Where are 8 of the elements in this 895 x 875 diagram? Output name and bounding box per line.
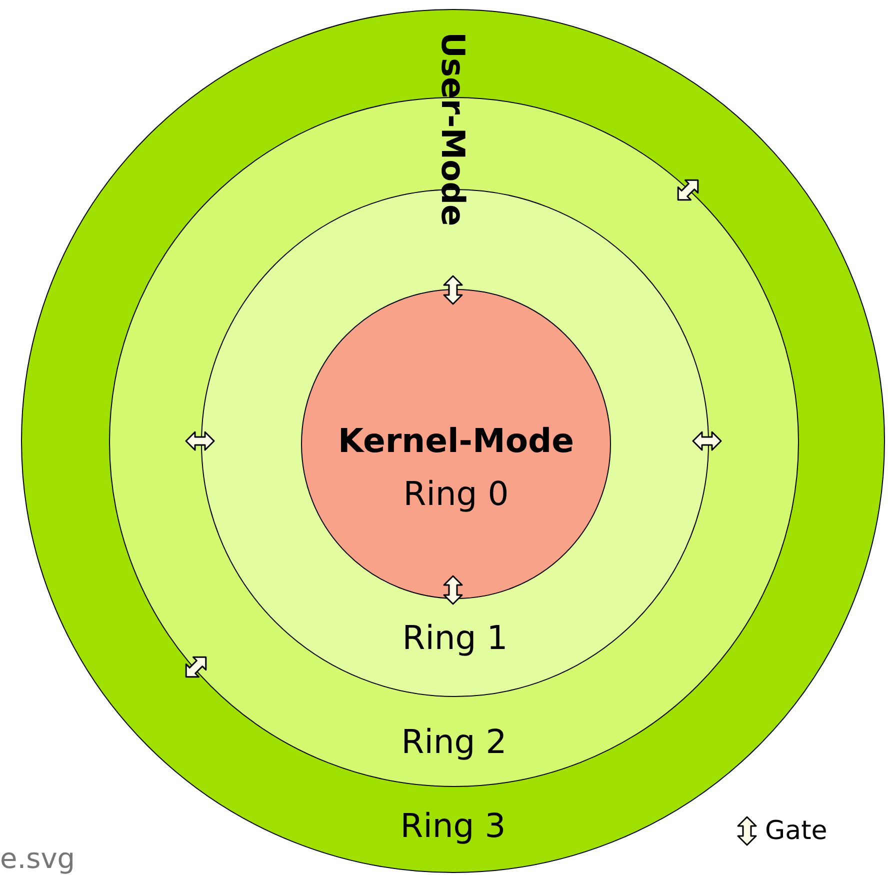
file-name-text: e.svg [0, 842, 76, 875]
mode-label: Kernel-Mode [338, 421, 574, 461]
ring-label: Ring 0 [403, 474, 509, 514]
ring-label: Ring 1 [402, 618, 508, 658]
mode-label: User-Mode [434, 32, 472, 226]
ring-label: Ring 3 [400, 806, 506, 846]
ring-label: Ring 2 [401, 722, 507, 762]
legend-text: Gate [765, 815, 828, 847]
